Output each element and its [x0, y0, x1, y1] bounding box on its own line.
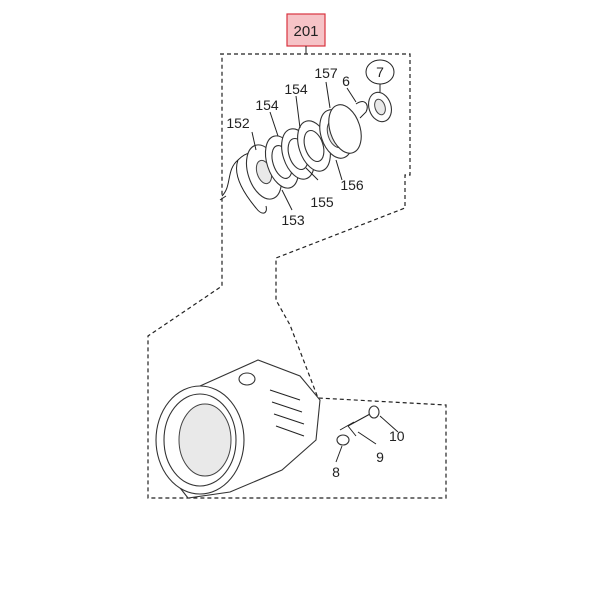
- callout-9: 9: [376, 449, 384, 465]
- part-10-screw: [347, 405, 380, 427]
- callout-10: 10: [389, 428, 405, 444]
- callout-154-b: 154: [284, 81, 308, 97]
- callout-155: 155: [310, 194, 334, 210]
- callout-156: 156: [340, 177, 364, 193]
- part-8-ring: [336, 434, 350, 446]
- spool-body: [155, 359, 321, 499]
- assembly-badge[interactable]: 201: [286, 13, 326, 47]
- spool-hole: [238, 372, 256, 386]
- callout-7: 7: [376, 64, 384, 80]
- callout-154-a: 154: [255, 97, 279, 113]
- callout-8: 8: [332, 464, 340, 480]
- leader-lines: [251, 81, 399, 463]
- callout-157: 157: [314, 65, 338, 81]
- badge-box: [286, 13, 326, 47]
- part-156-drag-disc: [319, 104, 362, 159]
- callout-153: 153: [281, 212, 305, 228]
- callout-152: 152: [226, 115, 250, 131]
- callout-6: 6: [342, 73, 350, 89]
- part-7-bearing: [365, 59, 395, 123]
- part-9-pin: [339, 421, 357, 437]
- assembly-boundary: [147, 53, 447, 499]
- assembly-number: 201: [293, 23, 318, 40]
- part-6-clip: [355, 101, 368, 119]
